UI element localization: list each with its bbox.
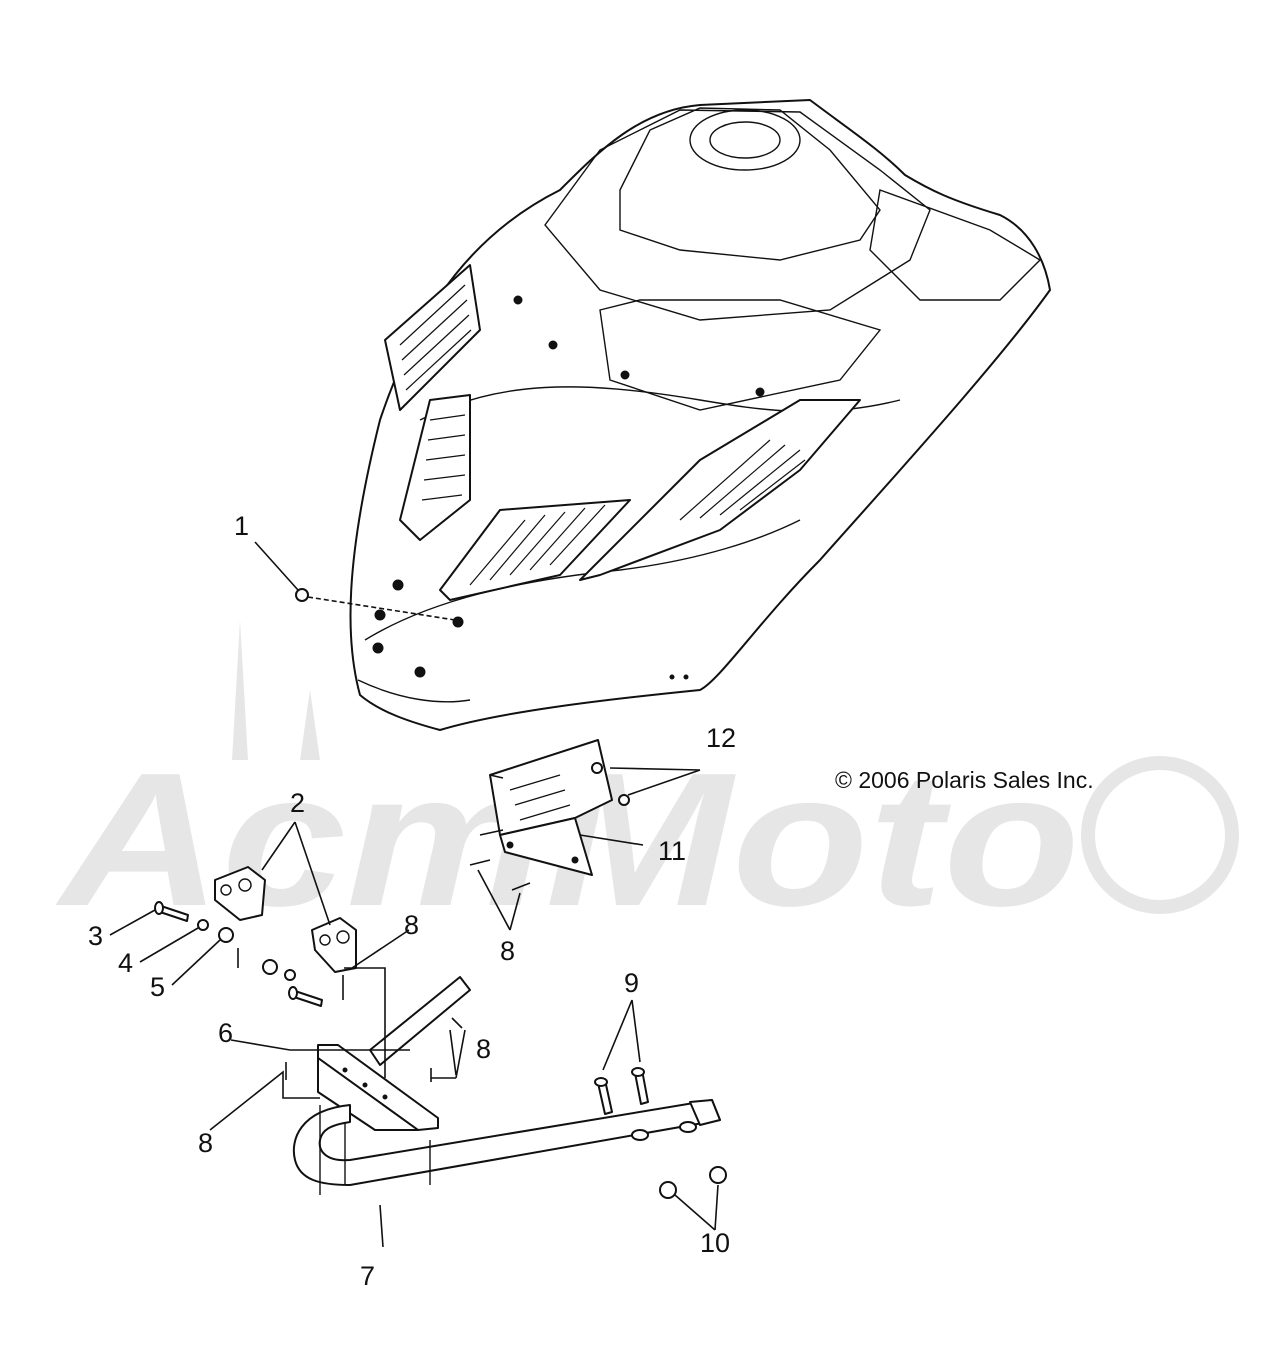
- part-4-washer: [197, 919, 296, 981]
- watermark-wheel: [1081, 756, 1239, 914]
- callout-8-top: 8: [404, 910, 419, 940]
- hood-nose-line: [357, 679, 471, 703]
- hood-right-wing: [869, 189, 1042, 301]
- callout-labels: 1 2 3 4 5 6 7 8 8 8 8 9 10 11 12: [88, 511, 736, 1291]
- hood-left-vent-upper: [384, 264, 481, 411]
- callout-6: 6: [218, 1018, 233, 1048]
- callout-3: 3: [88, 921, 103, 951]
- hood-center-vent: [439, 499, 631, 601]
- hood-left-vent-lower-grille: [421, 414, 466, 501]
- callout-9: 9: [624, 968, 639, 998]
- part-11-bracket: [489, 739, 613, 876]
- part-12-nuts: [591, 762, 630, 806]
- hood-gauge-inner: [709, 121, 781, 159]
- part-8-rivets: [237, 859, 531, 1082]
- leader-lines: [109, 541, 719, 1248]
- hood-right-vent-grille: [679, 439, 806, 521]
- callout-10: 10: [700, 1228, 730, 1258]
- part-10-nuts: [659, 1166, 727, 1199]
- callout-8-bracket: 8: [500, 936, 515, 966]
- callout-5: 5: [150, 972, 165, 1002]
- hood-left-vent-lower: [399, 394, 471, 541]
- callout-8-right: 8: [476, 1034, 491, 1064]
- part-9-bolts: [594, 1067, 649, 1115]
- callout-8-left: 8: [198, 1128, 213, 1158]
- part-3-bolt: [154, 901, 323, 1007]
- hood-center-panel: [599, 299, 882, 411]
- part-6-bracket: [317, 1044, 439, 1131]
- part-5-nut: [218, 927, 278, 975]
- hood-fastener-holes: [372, 295, 765, 680]
- hood-center-vent-grille: [469, 504, 606, 586]
- callout-11: 11: [658, 836, 686, 866]
- callout-7: 7: [360, 1261, 375, 1291]
- hood-gauge: [689, 109, 801, 171]
- callout-4: 4: [118, 948, 133, 978]
- hood-right-vent: [579, 399, 861, 581]
- hood-gauge-pod: [619, 107, 881, 261]
- callout-12: 12: [706, 723, 736, 753]
- part-7-bumper: [292, 976, 721, 1195]
- hood-left-vent-upper-grille: [399, 284, 472, 391]
- hood: [349, 99, 1051, 731]
- part-1-rivet: [295, 588, 456, 621]
- hood-windshield-base: [544, 109, 931, 321]
- callout-2: 2: [290, 788, 305, 818]
- callout-1: 1: [234, 511, 249, 541]
- copyright-notice: © 2006 Polaris Sales Inc.: [835, 767, 1094, 793]
- watermark-tower: [232, 620, 320, 760]
